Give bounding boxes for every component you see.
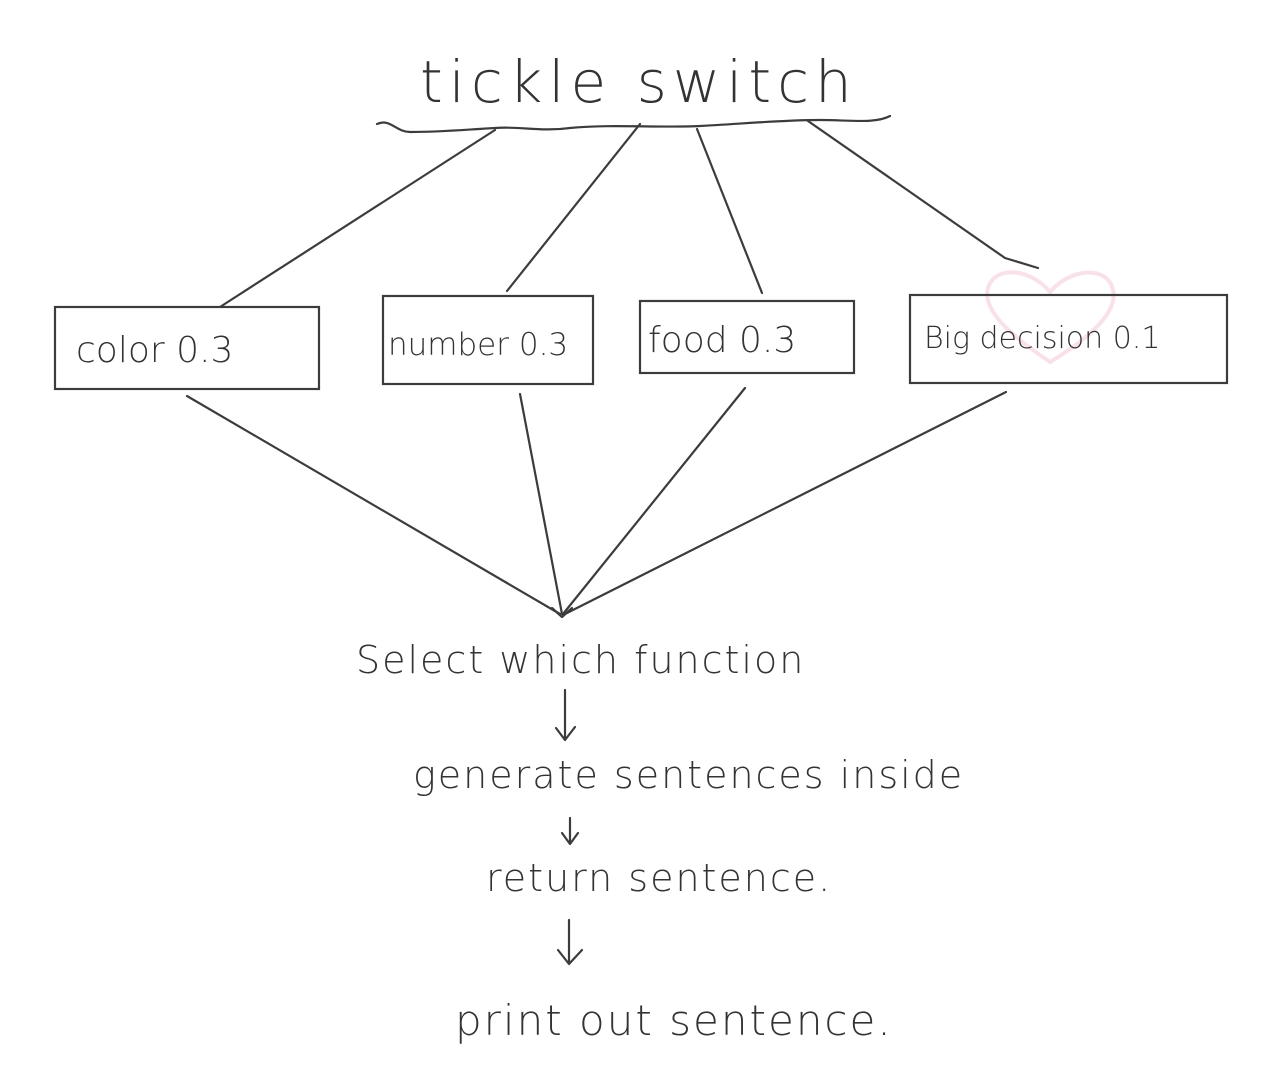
option-box-number: number 0.3 [381, 294, 595, 386]
diagram-title: tickle switch [420, 48, 858, 116]
step-generate-sentences: generate sentences inside [413, 753, 964, 797]
option-label: number 0.3 [388, 327, 568, 363]
convergence-tick [550, 606, 574, 619]
down-arrow-icon [554, 688, 577, 742]
step-return-sentence: return sentence. [486, 856, 832, 900]
option-box-big-decision: Big decision 0.1 [908, 293, 1229, 385]
option-box-color: color 0.3 [53, 305, 321, 391]
connector-title-food [695, 127, 764, 295]
connector-title-color [218, 128, 497, 309]
connector-title-big-decision [806, 119, 1040, 270]
wavy-brace-icon [375, 114, 892, 134]
option-label: color 0.3 [76, 330, 233, 371]
connector-title-number [505, 122, 642, 293]
connector-food-select [561, 386, 747, 616]
connector-color-select [185, 394, 562, 616]
down-arrow-icon [560, 816, 580, 846]
heart-icon [985, 270, 1116, 365]
connector-big-decision-select [563, 390, 1008, 616]
option-label: Big decision 0.1 [924, 321, 1160, 356]
option-label: food 0.3 [648, 320, 796, 361]
connector-number-select [518, 392, 564, 616]
down-arrow-icon [556, 918, 584, 966]
step-print-sentence: print out sentence. [455, 996, 893, 1045]
option-box-food: food 0.3 [638, 299, 856, 375]
step-select-function: Select which function [356, 638, 805, 682]
